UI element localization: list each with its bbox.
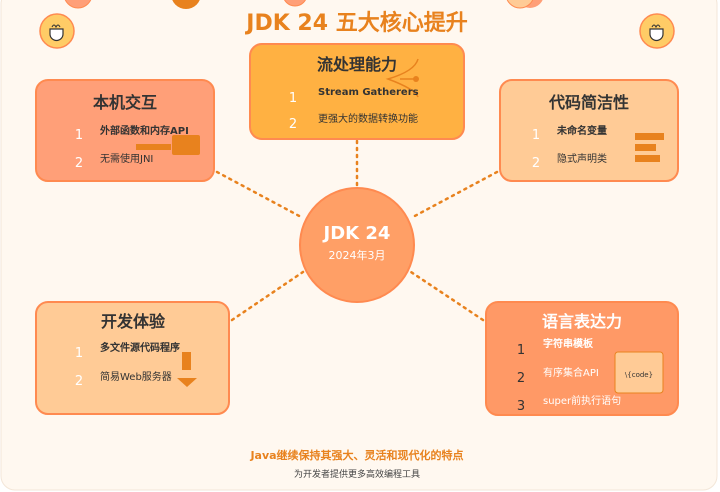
card-title: 开发体验 [101,312,166,331]
card-concise-code: 代码简洁性 1 未命名变量 2 隐式声明类 [499,79,679,182]
card-native-interop: 本机交互 1 外部函数和内存API 2 无需使用JNI [35,79,215,182]
decorative-circles [64,0,543,9]
list-item: 更强大的数据转换功能 [318,112,418,125]
connectors [215,139,499,322]
footer-subtitle: 为开发者提供更多高效编程工具 [294,468,420,480]
card-stream: 流处理能力 1 Stream Gatherers 2 更强大的数据转换功能 [249,43,465,140]
list-item: 隐式声明类 [557,152,607,165]
card-title: 代码简洁性 [548,93,629,112]
card-language-expressiveness: 语言表达力 \{code} 1 字符串模板 2 有序集合API 3 super前… [485,301,679,416]
card-title: 本机交互 [93,93,157,112]
item-number: 2 [517,371,525,386]
download-arrow-icon [182,352,191,370]
item-number: 2 [532,156,540,171]
plug-icon [172,135,200,155]
item-number: 2 [75,156,83,171]
list-item: 外部函数和内存API [99,124,189,137]
list-item: super前执行语句 [543,394,621,407]
list-item: 有序集合API [543,366,599,379]
item-number: 1 [517,343,525,358]
java-cup-icon [639,13,675,49]
item-number: 1 [289,91,297,106]
item-number: 3 [517,399,525,414]
center-title: JDK 24 [322,223,391,244]
item-number: 1 [75,346,83,361]
list-item: 多文件源代码程序 [100,341,180,354]
plug-icon [136,144,171,150]
item-number: 2 [289,117,297,132]
card-dev-experience: 开发体验 1 多文件源代码程序 2 简易Web服务器 [35,301,230,415]
list-item: 未命名变量 [556,124,607,137]
list-item: 字符串模板 [543,337,594,350]
page-title: JDK 24 五大核心提升 [244,10,467,36]
card-title: 流处理能力 [317,55,397,74]
footer-headline: Java继续保持其强大、灵活和现代化的特点 [249,448,463,462]
card-title: 语言表达力 [542,312,622,331]
item-number: 2 [75,374,83,389]
list-item: 无需使用JNI [100,152,153,165]
center-subtitle: 2024年3月 [329,248,386,262]
code-badge-text: \{code} [625,371,653,379]
center-node: JDK 24 2024年3月 [299,187,415,303]
list-item: 简易Web服务器 [100,370,172,383]
item-number: 1 [532,128,540,143]
java-cup-icon [39,13,75,49]
code-badge [614,351,664,394]
list-icon [635,133,664,162]
list-item: Stream Gatherers [318,87,419,98]
item-number: 1 [75,128,83,143]
